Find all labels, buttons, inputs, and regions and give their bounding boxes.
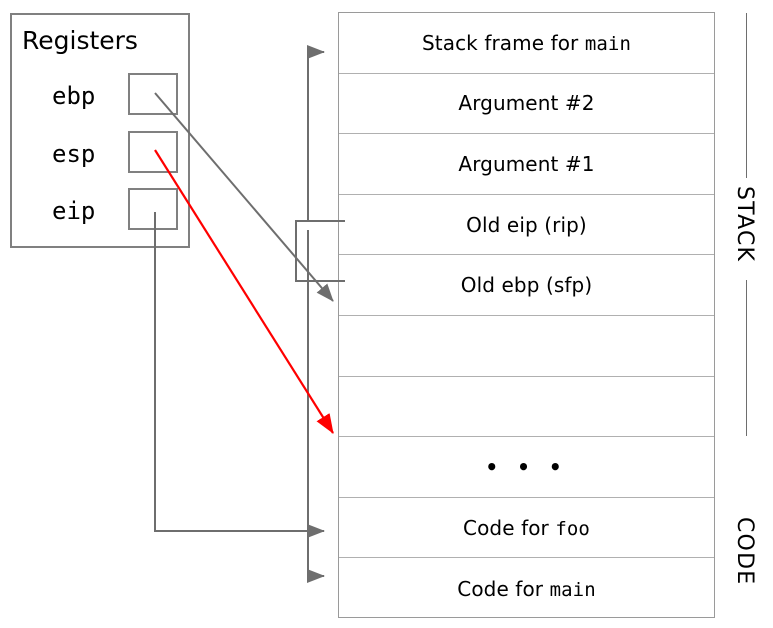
connector-eip-to-code-foo xyxy=(154,212,325,538)
memory-row-label: Argument #2 xyxy=(458,91,595,116)
register-label-eip: eip xyxy=(52,197,96,225)
memory-row-empty-2[interactable] xyxy=(339,377,714,438)
memory-row-label: Code for main xyxy=(457,576,596,601)
memory-row-old-eip-rip[interactable]: Old eip (rip) xyxy=(339,195,714,256)
memory-row-label: Argument #1 xyxy=(458,151,595,176)
memory-row-code-for-foo[interactable]: Code for foo xyxy=(339,498,714,559)
stack-section-rule-bottom xyxy=(746,280,747,436)
register-label-ebp: ebp xyxy=(52,82,96,110)
memory-row-label: Old ebp (sfp) xyxy=(460,273,593,298)
memory-row-label: Code for foo xyxy=(463,515,590,540)
memory-table: Stack frame for main Argument #2 Argumen… xyxy=(338,12,715,618)
memory-row-old-ebp-sfp[interactable]: Old ebp (sfp) xyxy=(339,255,714,316)
section-label-code: CODE xyxy=(732,517,757,586)
registers-panel-title: Registers xyxy=(22,26,138,55)
memory-row-empty-1[interactable] xyxy=(339,316,714,377)
register-value-box-eip[interactable] xyxy=(128,188,178,230)
memory-row-argument-1[interactable]: Argument #1 xyxy=(339,134,714,195)
register-value-box-ebp[interactable] xyxy=(128,73,178,115)
section-label-stack: STACK xyxy=(732,186,757,263)
memory-row-label: Stack frame for main xyxy=(421,30,631,55)
memory-row-code-for-main[interactable]: Code for main xyxy=(339,558,714,619)
memory-row-stack-frame-main[interactable]: Stack frame for main xyxy=(339,13,714,74)
register-label-esp: esp xyxy=(52,140,96,168)
stack-section-rule-top xyxy=(746,13,747,178)
register-value-box-esp[interactable] xyxy=(128,131,178,173)
memory-row-label: • • • xyxy=(485,454,568,479)
memory-row-ellipsis[interactable]: • • • xyxy=(339,437,714,498)
memory-row-label: Old eip (rip) xyxy=(466,212,587,237)
memory-row-argument-2[interactable]: Argument #2 xyxy=(339,74,714,135)
